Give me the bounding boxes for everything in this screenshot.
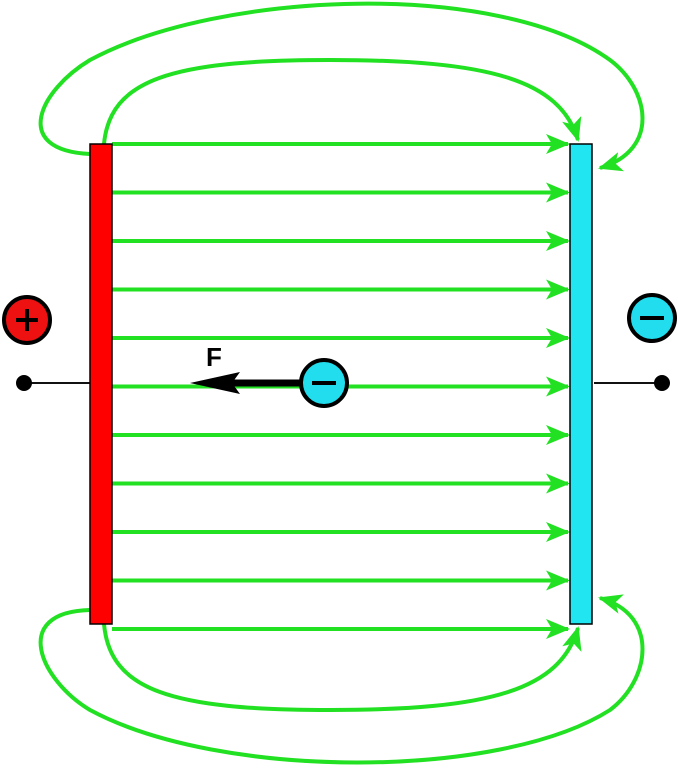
fringe-line-top-outer <box>38 1 645 172</box>
force-arrow <box>190 372 304 394</box>
field-lines <box>112 134 570 639</box>
wires <box>16 375 670 391</box>
left-terminal <box>16 375 32 391</box>
negative-plate <box>569 143 593 625</box>
right-terminal <box>654 375 670 391</box>
fringe-line-bottom-inner <box>102 623 582 713</box>
positive-charge-symbol <box>2 295 52 345</box>
fringe-line-bottom-outer <box>38 594 645 765</box>
test-charge <box>299 358 349 408</box>
force-arrowhead <box>190 372 240 394</box>
fringe-line-top-inner <box>102 57 582 145</box>
fringe-field-lines <box>38 1 645 765</box>
negative-charge-symbol <box>627 293 677 343</box>
force-label: F <box>206 342 222 372</box>
positive-plate <box>89 143 113 625</box>
